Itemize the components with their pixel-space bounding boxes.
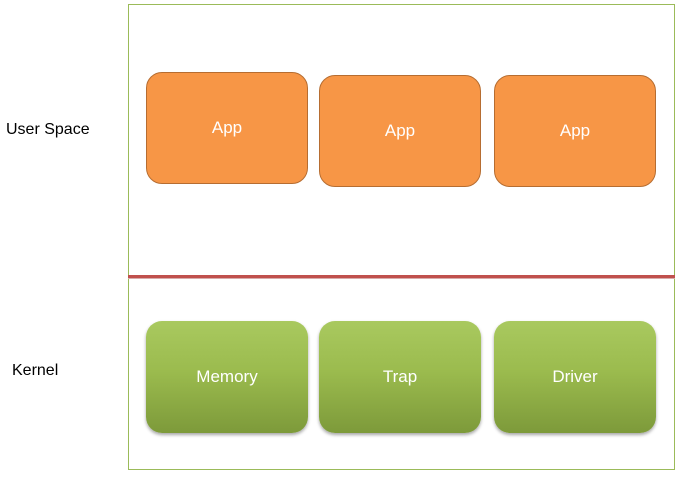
app-box-1-label: App bbox=[211, 118, 243, 137]
trap-box: Trap bbox=[319, 321, 481, 433]
memory-box-label: Memory bbox=[196, 367, 258, 386]
app-box-1: App bbox=[146, 72, 308, 184]
diagram-frame bbox=[128, 4, 675, 470]
driver-box-label: Driver bbox=[552, 367, 598, 386]
app-box-2-label: App bbox=[384, 121, 416, 140]
app-box-3: App bbox=[494, 75, 656, 187]
trap-box-label: Trap bbox=[382, 367, 418, 386]
memory-box: Memory bbox=[146, 321, 308, 433]
user-space-label: User Space bbox=[6, 121, 90, 138]
app-box-3-label: App bbox=[559, 121, 591, 140]
user-kernel-divider bbox=[128, 275, 675, 279]
driver-box: Driver bbox=[494, 321, 656, 433]
app-box-2: App bbox=[319, 75, 481, 187]
kernel-label: Kernel bbox=[12, 362, 59, 379]
